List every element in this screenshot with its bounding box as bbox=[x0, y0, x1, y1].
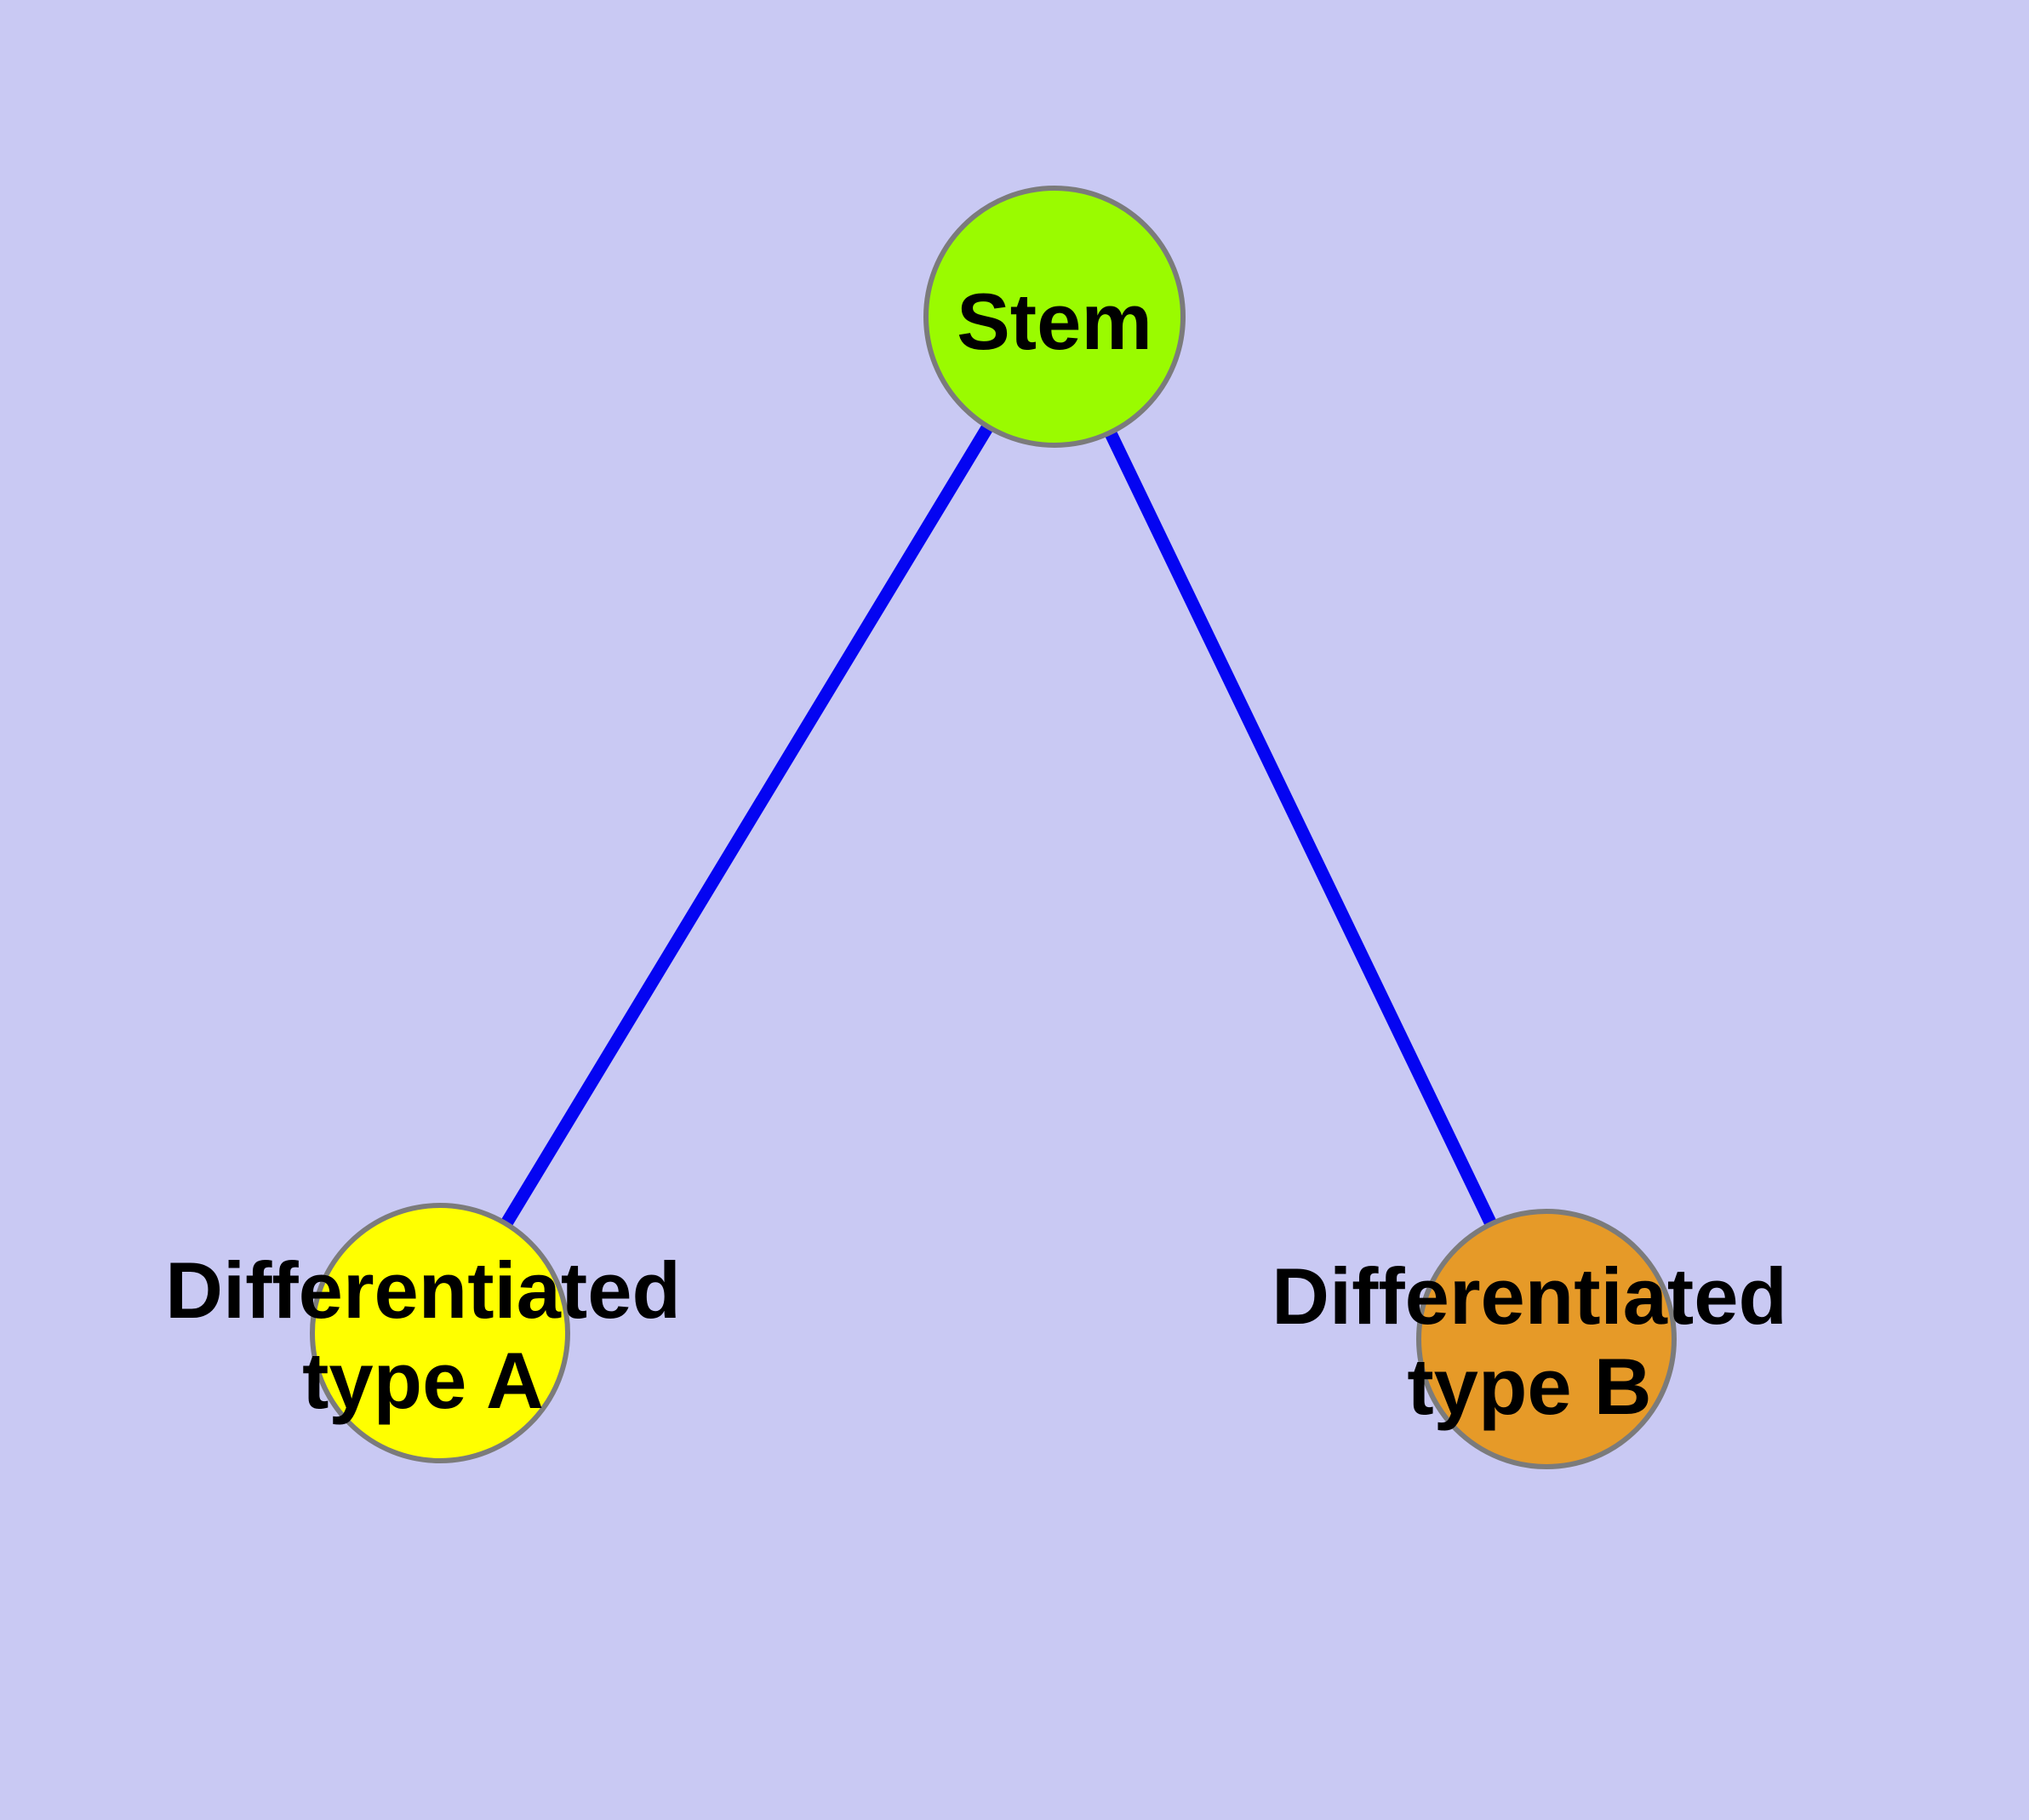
node-label-stem: Stem bbox=[957, 277, 1152, 366]
edges-layer bbox=[434, 313, 1552, 1342]
edge-stem-to-differentiated-type-b bbox=[1049, 313, 1552, 1342]
edge-stem-to-differentiated-type-a bbox=[434, 313, 1060, 1336]
node-stem bbox=[923, 186, 1186, 448]
nodes-layer bbox=[310, 186, 1677, 1469]
node-differentiated-type-b bbox=[1416, 1209, 1677, 1469]
node-differentiated-type-a bbox=[310, 1203, 570, 1463]
